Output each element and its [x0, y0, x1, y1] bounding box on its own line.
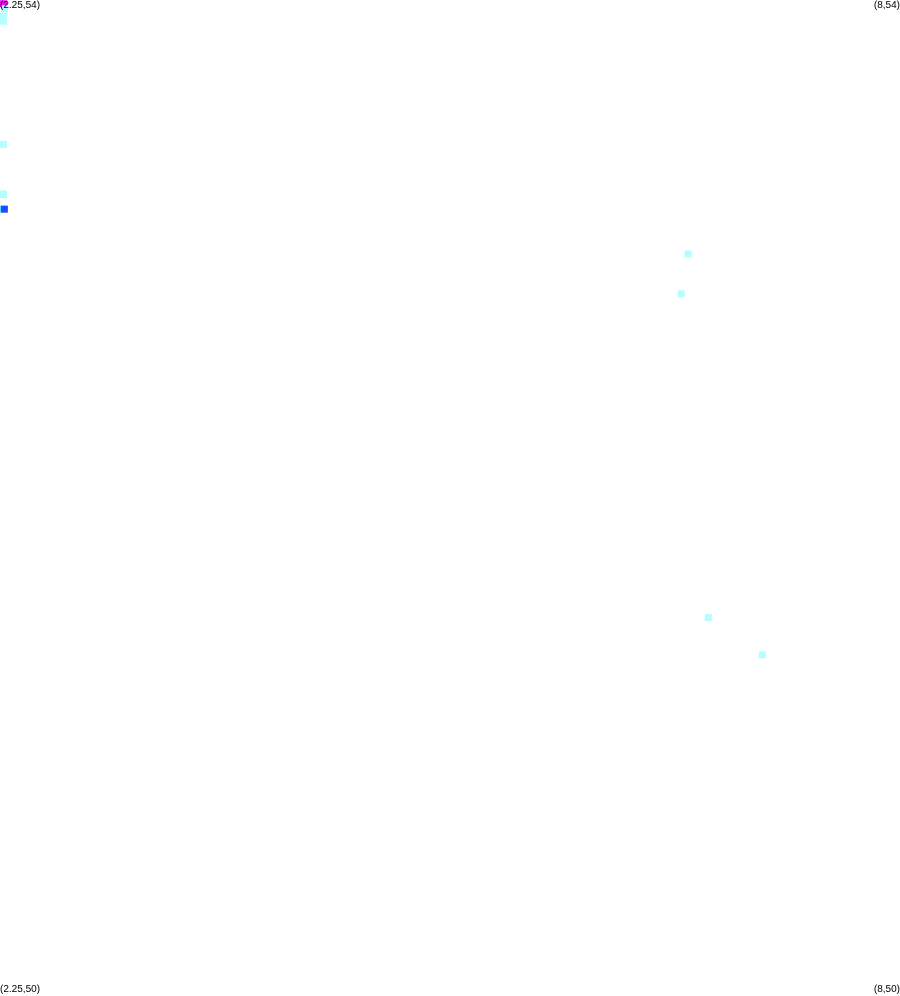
heatmap-cell: [0, 12, 7, 20]
heatmap-cell: [758, 651, 766, 659]
heatmap-cell: [0, 205, 8, 213]
heatmap-cell: [0, 0, 7, 8]
heatmap-cell: [0, 140, 7, 148]
heatmap-cell: [0, 190, 7, 198]
heatmap-cell: [0, 17, 7, 25]
heatmap-cell: [684, 250, 692, 258]
heatmap-cell: [704, 614, 712, 622]
heatmap-cell: [0, 5, 8, 13]
heatmap-cell: [677, 290, 685, 298]
